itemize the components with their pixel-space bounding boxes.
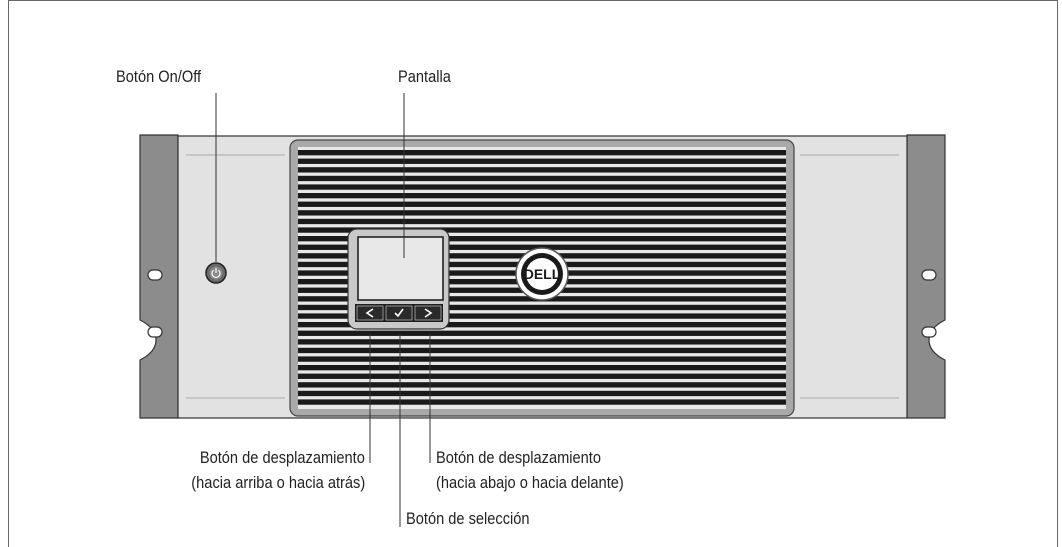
- vent-slat: [298, 227, 786, 233]
- control-panel: [347, 228, 450, 330]
- vent-slat: [298, 382, 786, 388]
- figure-frame: [8, 0, 1058, 547]
- vent-slat: [298, 322, 786, 328]
- vent-slats: [298, 150, 786, 405]
- label-scroll-up-line1: Botón de desplazamiento: [200, 448, 365, 467]
- vent-slat: [298, 167, 786, 173]
- lcd-display: [357, 236, 444, 301]
- vent-slat: [298, 236, 786, 242]
- vent-slat: [298, 184, 786, 190]
- scroll-down-button[interactable]: [414, 305, 442, 321]
- label-scroll-up-line2: (hacia arriba o hacia atrás): [191, 473, 365, 492]
- vent-slat: [298, 373, 786, 379]
- label-scroll-down-line2: (hacia abajo o hacia delante): [436, 473, 624, 492]
- chevron-right-icon: [424, 308, 433, 318]
- label-select-button: Botón de selección: [406, 509, 530, 528]
- label-display: Pantalla: [398, 67, 451, 86]
- vent-slat: [298, 365, 786, 371]
- left-bracket-slot-top: [147, 269, 163, 281]
- right-bracket-slot-top: [921, 269, 937, 281]
- vent-slat: [298, 330, 786, 336]
- vent-slat: [298, 158, 786, 164]
- vent-slat: [298, 390, 786, 397]
- vent-slat: [298, 313, 786, 319]
- label-scroll-down-line1: Botón de desplazamiento: [436, 448, 601, 467]
- scroll-up-button[interactable]: [356, 305, 384, 321]
- power-icon: [211, 268, 221, 279]
- vent-slat: [298, 218, 786, 225]
- vent-slat: [298, 304, 786, 311]
- dell-logo-text: DELL: [524, 266, 561, 282]
- right-bracket-slot-bottom: [921, 326, 937, 338]
- label-power-button: Botón On/Off: [116, 67, 202, 86]
- checkmark-icon: [394, 308, 404, 318]
- vent-slat: [298, 347, 786, 354]
- vent-slat: [298, 193, 786, 199]
- vent-slat: [298, 399, 786, 405]
- power-button[interactable]: [205, 262, 227, 284]
- dell-logo: DELL: [515, 247, 569, 301]
- vent-slat: [298, 150, 786, 156]
- left-bracket-slot-bottom: [147, 326, 163, 338]
- vent-slat: [298, 201, 786, 207]
- chevron-left-icon: [365, 308, 374, 318]
- vent-slat: [298, 339, 786, 345]
- select-button[interactable]: [385, 305, 413, 321]
- vent-slat: [298, 356, 786, 362]
- vent-slat: [298, 210, 786, 216]
- vent-slat: [298, 175, 786, 182]
